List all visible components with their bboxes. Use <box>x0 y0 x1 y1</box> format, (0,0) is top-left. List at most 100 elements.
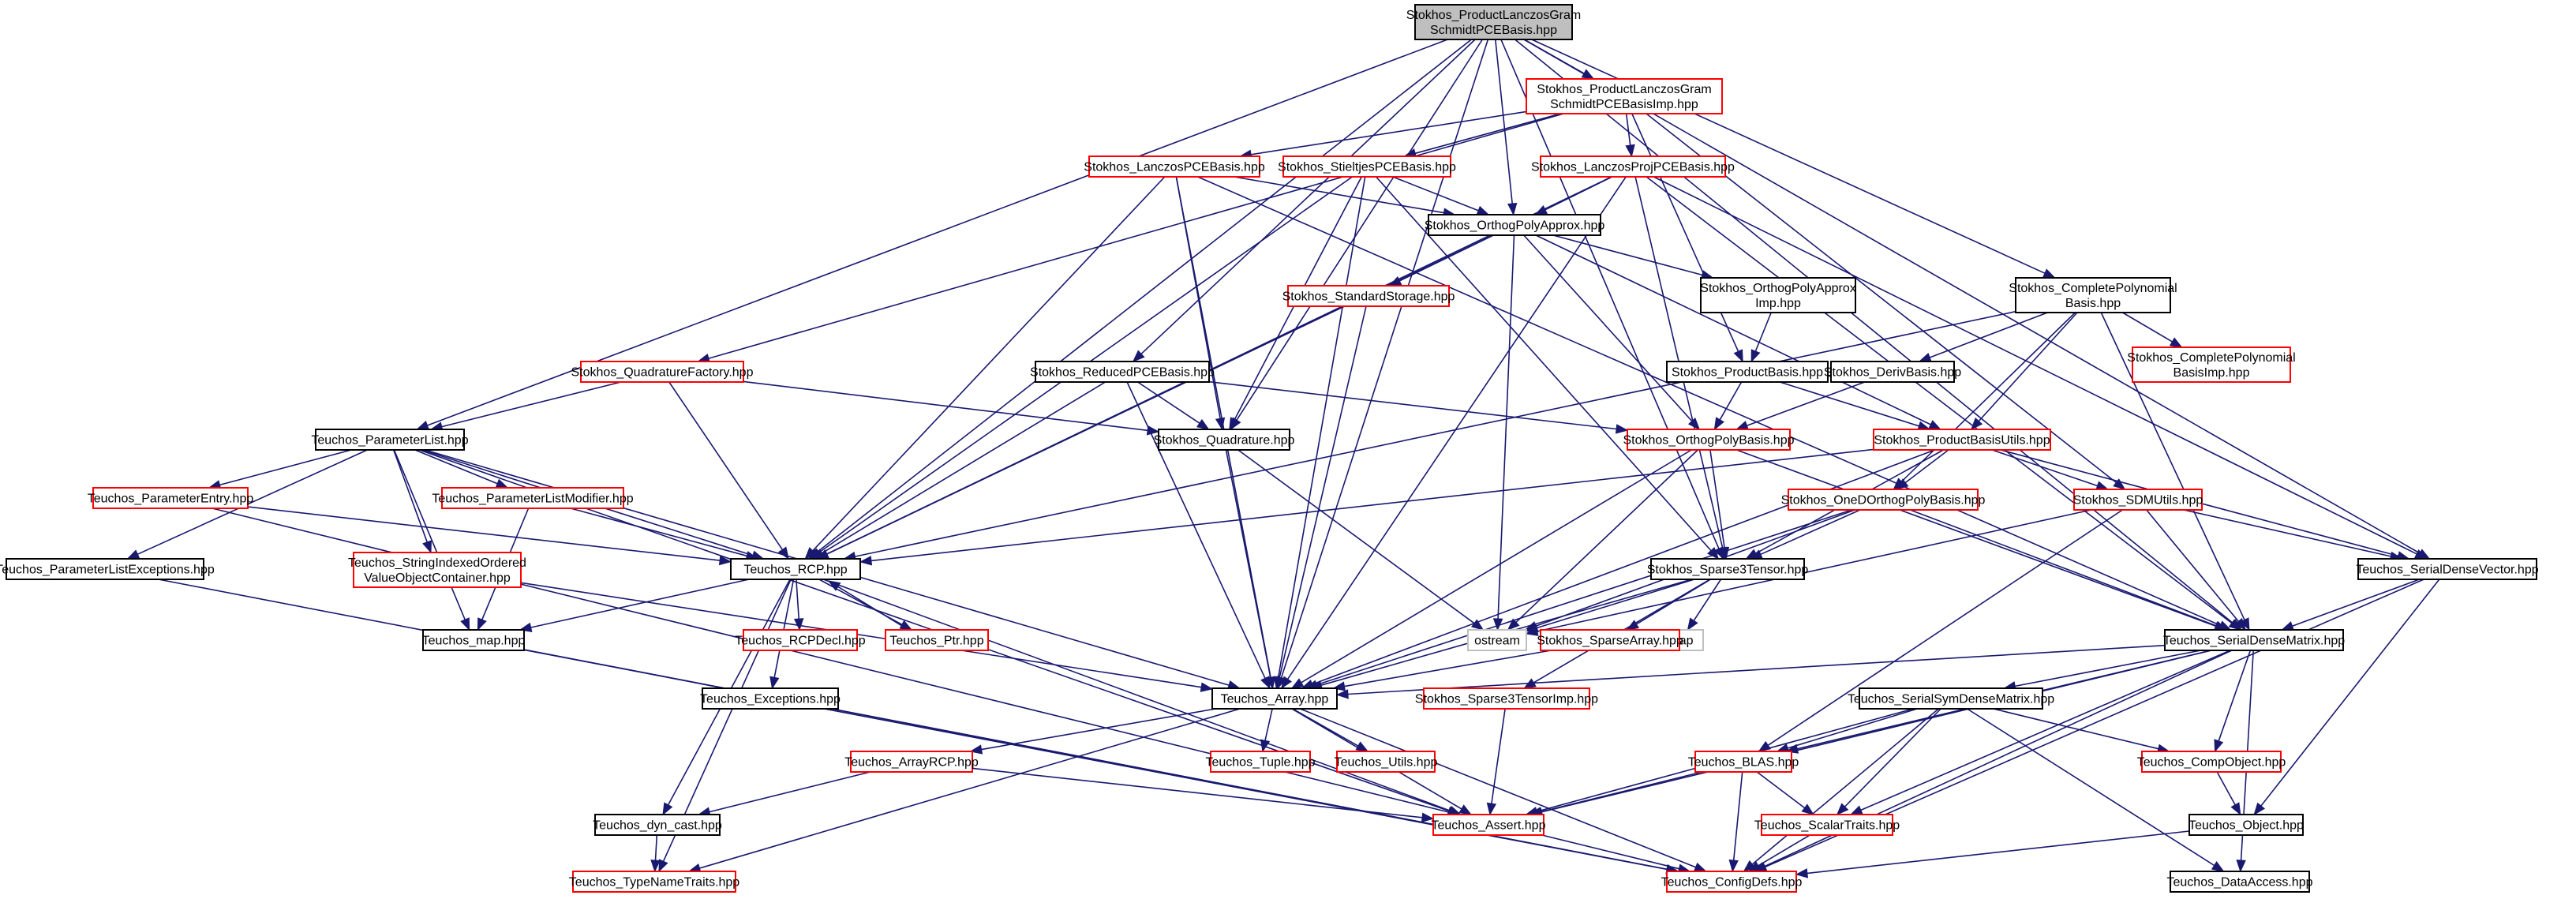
node-object[interactable]: Teuchos_Object.hpp <box>2188 814 2304 836</box>
node-serialDenseVector[interactable]: Teuchos_SerialDenseVector.hpp <box>2356 558 2539 580</box>
node-box-utils <box>1336 751 1436 773</box>
node-arrayRCP[interactable]: Teuchos_ArrayRCP.hpp <box>844 751 979 773</box>
node-box-productBasis <box>1666 361 1829 383</box>
node-serialSym[interactable]: Teuchos_SerialSymDenseMatrix.hpp <box>1848 687 2054 710</box>
node-quadFactory[interactable]: Stokhos_QuadratureFactory.hpp <box>571 361 754 383</box>
node-derivBasis[interactable]: Stokhos_DerivBasis.hpp <box>1824 361 1961 383</box>
node-stringIndexed[interactable]: Teuchos_StringIndexedOrderedValueObjectC… <box>348 552 526 588</box>
node-utils[interactable]: Teuchos_Utils.hpp <box>1335 751 1438 773</box>
dependency-edge-blas-to-assert <box>1540 771 1702 813</box>
node-dynCast[interactable]: Teuchos_dyn_cast.hpp <box>593 814 722 836</box>
node-productBasisUtils[interactable]: Stokhos_ProductBasisUtils.hpp <box>1873 429 2051 451</box>
node-imp[interactable]: Stokhos_ProductLanczosGramSchmidtPCEBasi… <box>1526 78 1723 114</box>
node-ptr[interactable]: Teuchos_Ptr.hpp <box>885 629 989 651</box>
dependency-edge-lanczosPCE-to-serialDenseMatrix <box>1197 176 2221 627</box>
node-productBasis[interactable]: Stokhos_ProductBasis.hpp <box>1666 361 1829 383</box>
node-box-reducedPCE <box>1035 361 1210 383</box>
arrowhead-serialDenseMatrix-to-scalarTraits <box>1849 805 1863 815</box>
node-paramListMod[interactable]: Teuchos_ParameterListModifier.hpp <box>432 487 634 509</box>
dependency-edge-quadrature-to-array <box>1225 449 1271 678</box>
node-rcp[interactable]: Teuchos_RCP.hpp <box>730 558 861 580</box>
node-paramList[interactable]: Teuchos_ParameterList.hpp <box>311 429 469 451</box>
node-label-ostream: ostream <box>1474 635 1520 648</box>
node-box-rcp <box>730 558 861 580</box>
dependency-edge-serialSym-to-configDefs <box>1751 708 1939 865</box>
node-label-completePoly-line1: Stokhos_CompletePolynomial <box>2009 282 2177 295</box>
node-sparse3Imp[interactable]: Stokhos_Sparse3TensorImp.hpp <box>1415 687 1598 710</box>
arrowhead-ptr-to-rcp <box>827 580 841 591</box>
node-map[interactable]: Teuchos_map.hpp <box>422 629 526 651</box>
node-label-sparse3: Stokhos_Sparse3Tensor.hpp <box>1647 564 1809 577</box>
node-sparseArray[interactable]: Stokhos_SparseArray.hpp <box>1537 629 1683 651</box>
node-stieltjes[interactable]: Stokhos_StieltjesPCEBasis.hpp <box>1278 155 1456 178</box>
node-dataAccess[interactable]: Teuchos_DataAccess.hpp <box>2167 871 2313 893</box>
dependency-edge-orthogApprox-to-ostream <box>1497 234 1515 620</box>
arrowhead-blas-to-scalarTraits <box>1801 803 1814 815</box>
dependency-edge-stdStorage-to-array <box>1279 305 1367 678</box>
node-lanczosPCE[interactable]: Stokhos_LanczosPCEBasis.hpp <box>1084 155 1265 178</box>
node-paramListExc[interactable]: Teuchos_ParameterListExceptions.hpp <box>0 558 215 580</box>
node-exceptions[interactable]: Teuchos_Exceptions.hpp <box>700 687 841 710</box>
dependency-edge-paramList-to-paramEntry <box>219 449 352 486</box>
node-box-paramListExc <box>6 558 204 580</box>
node-paramEntry[interactable]: Teuchos_ParameterEntry.hpp <box>88 487 254 509</box>
dependency-edge-imp-to-quadFactory <box>708 113 1564 359</box>
dependency-edge-stringIndexed-to-array <box>520 582 1202 688</box>
node-rcpDecl[interactable]: Teuchos_RCPDecl.hpp <box>735 629 866 651</box>
node-compObject[interactable]: Teuchos_CompObject.hpp <box>2137 751 2286 773</box>
node-tuple[interactable]: Teuchos_Tuple.hpp <box>1205 751 1316 773</box>
node-label-arrayRCP: Teuchos_ArrayRCP.hpp <box>844 756 979 770</box>
node-orthogPolyBasis[interactable]: Stokhos_OrthogPolyBasis.hpp <box>1623 429 1795 451</box>
dependency-edge-array-to-configDefs <box>1300 708 1696 868</box>
node-quadrature[interactable]: Stokhos_Quadrature.hpp <box>1154 429 1295 451</box>
arrowhead-derivBasis-to-orthogPolyBasis <box>1735 421 1750 430</box>
node-configDefs[interactable]: Teuchos_ConfigDefs.hpp <box>1661 871 1803 893</box>
node-lanczosProj[interactable]: Stokhos_LanczosProjPCEBasis.hpp <box>1531 155 1735 178</box>
arrowhead-serialDenseMatrix-to-array <box>1335 689 1349 699</box>
node-label-stringIndexed-line1: Teuchos_StringIndexedOrdered <box>348 556 526 570</box>
arrowhead-completePoly-to-completePolyImp <box>2169 337 2183 348</box>
node-box-oneDOrthog <box>1788 489 1979 511</box>
node-ostream: ostream <box>1467 629 1527 651</box>
node-label-paramListExc: Teuchos_ParameterListExceptions.hpp <box>0 564 215 577</box>
arrowhead-arrayRCP-to-assert <box>1421 812 1435 822</box>
node-scalarTraits[interactable]: Teuchos_ScalarTraits.hpp <box>1754 814 1900 836</box>
dependency-edge-object-to-configDefs <box>1807 830 2190 875</box>
node-array[interactable]: Teuchos_Array.hpp <box>1211 687 1338 710</box>
dependency-edge-rcp-to-map <box>530 579 750 628</box>
node-box-paramList <box>315 429 465 451</box>
node-box-typeNameTraits <box>572 871 736 893</box>
node-orthogApprox[interactable]: Stokhos_OrthogPolyApprox.hpp <box>1425 214 1605 236</box>
dependency-edge-arrayRCP-to-assert <box>972 767 1423 818</box>
dependency-edge-sparse3Imp-to-assert <box>1491 708 1506 804</box>
node-sparse3[interactable]: Stokhos_Sparse3Tensor.hpp <box>1647 558 1809 580</box>
dependency-edge-array-to-arrayRCP <box>981 708 1216 751</box>
node-blas[interactable]: Teuchos_BLAS.hpp <box>1688 751 1799 773</box>
arrowhead-completePoly-to-derivBasis <box>1918 353 1932 362</box>
arrowhead-array-to-tuple <box>1260 739 1271 753</box>
node-typeNameTraits[interactable]: Teuchos_TypeNameTraits.hpp <box>569 871 740 893</box>
arrowhead-quadFactory-to-quadrature <box>1146 425 1160 436</box>
arrowhead-reducedPCE-to-rcp <box>811 549 826 560</box>
node-sdmUtils[interactable]: Stokhos_SDMUtils.hpp <box>2073 489 2203 511</box>
node-oneDOrthog[interactable]: Stokhos_OneDOrthogPolyBasis.hpp <box>1781 489 1986 511</box>
node-box-productBasisUtils <box>1873 429 2051 451</box>
node-assert[interactable]: Teuchos_Assert.hpp <box>1432 814 1546 836</box>
dependency-edge-root-to-reducedPCE <box>1140 39 1476 354</box>
arrowhead-imp-to-productBasis <box>1733 349 1743 363</box>
node-stdStorage[interactable]: Stokhos_StandardStorage.hpp <box>1282 285 1455 307</box>
dependency-edge-paramList-to-paramListMod <box>414 449 498 485</box>
node-reducedPCE[interactable]: Stokhos_ReducedPCEBasis.hpp <box>1030 361 1215 383</box>
node-label-stieltjes: Stokhos_StieltjesPCEBasis.hpp <box>1278 161 1456 174</box>
arrowhead-root-to-completePoly <box>2042 268 2056 279</box>
node-box-paramEntry <box>92 487 249 509</box>
dependency-edge-rcp-to-rcpDecl <box>796 579 799 620</box>
node-box-stieltjes <box>1282 155 1451 178</box>
dependency-edge-root-to-completePoly <box>1531 39 2046 274</box>
node-serialDenseMatrix[interactable]: Teuchos_SerialDenseMatrix.hpp <box>2163 629 2345 651</box>
dependency-edge-paramList-to-map <box>393 449 466 620</box>
node-box-ostream <box>1467 629 1527 651</box>
